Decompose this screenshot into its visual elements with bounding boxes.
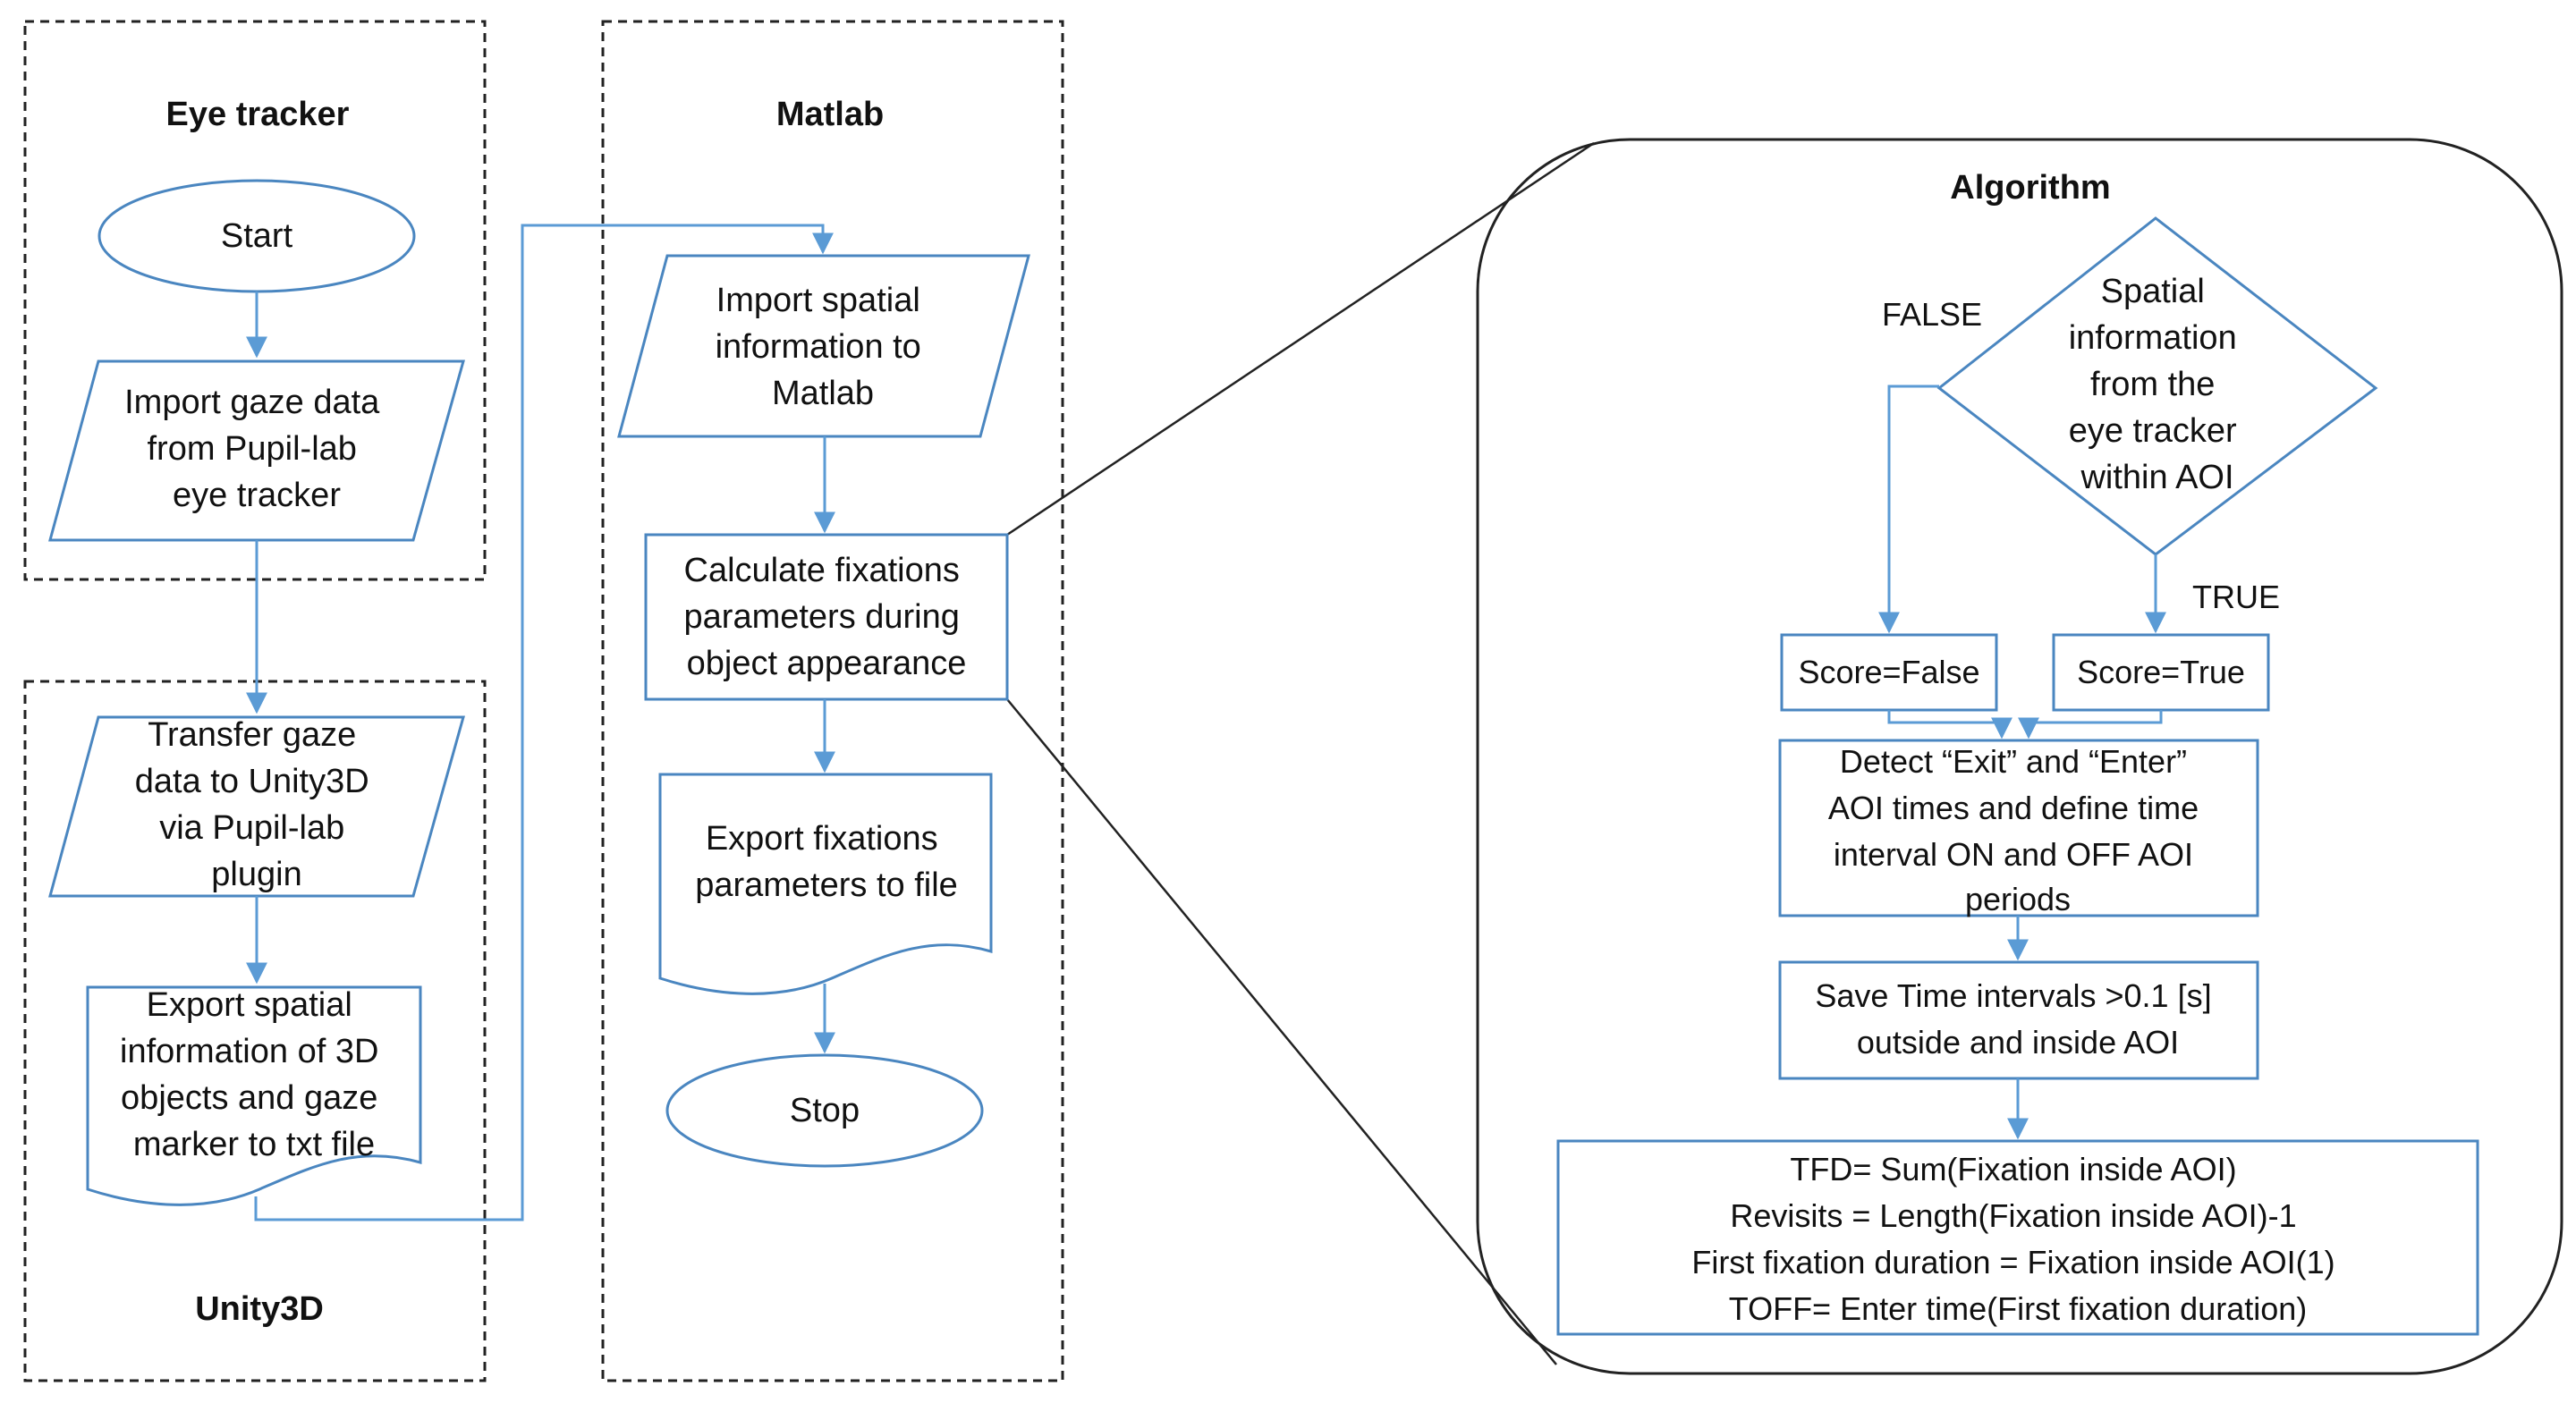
transfer-gaze-line-4: plugin xyxy=(211,856,301,893)
export-spatial-line-4: marker to txt file xyxy=(133,1126,375,1163)
score-true-box xyxy=(2052,633,2270,712)
algorithm-section xyxy=(1476,138,2563,1375)
decision-line-2: information xyxy=(2069,319,2237,357)
detect-line-4: periods xyxy=(1965,881,2071,917)
false-branch-label: FALSE xyxy=(1882,296,1982,333)
unity3d-title: Unity3D xyxy=(195,1290,324,1328)
zoom-line-top xyxy=(1006,141,1595,537)
svg-text:Calculate fixations parame: Calculate fixations parameters during ob… xyxy=(684,552,970,682)
algorithm-title: Algorithm xyxy=(1950,169,2110,207)
formulas-box xyxy=(1556,1139,2479,1336)
arrow-score-false-to-detect xyxy=(1887,710,2012,740)
export-spatial-line-2: information of 3D xyxy=(120,1033,378,1070)
eye-tracker-title: Eye tracker xyxy=(166,96,350,133)
stop-label: Stop xyxy=(790,1092,860,1129)
calculate-fixations-process xyxy=(644,533,1009,701)
calculate-line-3: object appearance xyxy=(687,645,967,682)
import-spatial-line-3: Matlab xyxy=(772,375,874,412)
arrow-false-branch xyxy=(1878,385,1939,634)
start-label: Start xyxy=(221,217,293,255)
matlab-section xyxy=(601,20,1064,1382)
svg-text:Spatial information fr: Spatial information from the eye tracker… xyxy=(2069,273,2247,496)
detect-exit-enter-box xyxy=(1778,739,2259,917)
export-fixations-line-1: Export fixations xyxy=(706,820,938,858)
svg-text:TFD= Sum(Fixation inside AOI): TFD= Sum(Fixation inside AOI) Revisits =… xyxy=(1691,1151,2343,1327)
import-spatial-line-2: information to xyxy=(716,328,921,366)
export-spatial-line-1: Export spatial xyxy=(147,986,352,1024)
transfer-gaze-line-3: via Pupil-lab xyxy=(159,809,344,847)
calculate-line-2: parameters during xyxy=(684,598,960,636)
import-gaze-data-io xyxy=(48,359,465,542)
formula-tfd: TFD= Sum(Fixation inside AOI) xyxy=(1790,1151,2236,1187)
save-line-1: Save Time intervals >0.1 [s] xyxy=(1815,977,2211,1014)
decision-line-5: within AOI xyxy=(2080,459,2233,496)
import-gaze-line-2: from Pupil-lab xyxy=(148,430,357,468)
unity3d-section xyxy=(23,680,487,1382)
arrow-export-to-matlab xyxy=(254,224,834,1221)
score-true-label: Score=True xyxy=(2077,654,2245,690)
formula-revisits: Revisits = Length(Fixation inside AOI)-1 xyxy=(1730,1197,2296,1234)
import-spatial-io xyxy=(617,254,1030,438)
arrow-score-true-to-detect xyxy=(2018,710,2163,740)
score-false-label: Score=False xyxy=(1798,654,1979,690)
true-branch-label: TRUE xyxy=(2192,579,2280,615)
svg-text:Import spatial information: Import spatial information to Matlab xyxy=(716,282,931,412)
svg-text:Save Time intervals >0.1 [s]: Save Time intervals >0.1 [s] outside and… xyxy=(1815,977,2220,1061)
export-spatial-document xyxy=(86,985,422,1206)
matlab-title: Matlab xyxy=(776,96,884,133)
eye-tracker-section xyxy=(23,20,487,581)
transfer-gaze-line-1: Transfer gaze xyxy=(148,716,356,754)
detect-line-1: Detect “Exit” and “Enter” xyxy=(1840,743,2187,780)
svg-text:Import gaze data from Pupi: Import gaze data from Pupil-lab eye trac… xyxy=(124,384,389,514)
decision-line-3: from the xyxy=(2090,366,2215,403)
formula-first-fixation: First fixation duration = Fixation insid… xyxy=(1691,1244,2334,1280)
transfer-gaze-data-io xyxy=(48,715,465,898)
svg-text:Transfer gaze data to Unit: Transfer gaze data to Unity3D via Pupil-… xyxy=(135,716,378,893)
export-spatial-line-3: objects and gaze xyxy=(121,1079,377,1117)
zoom-line-bottom xyxy=(1006,698,1557,1365)
svg-text:Detect “Exit” and “Enter”: Detect “Exit” and “Enter” AOI times and … xyxy=(1828,743,2207,917)
svg-text:Export fixations parameter: Export fixations parameters to file xyxy=(695,820,958,904)
stop-terminal xyxy=(665,1053,984,1168)
export-fixations-document xyxy=(658,773,993,995)
import-gaze-line-3: eye tracker xyxy=(173,477,341,514)
detect-line-2: AOI times and define time xyxy=(1828,790,2199,826)
svg-text:Export spatial information: Export spatial information of 3D objects… xyxy=(120,986,388,1163)
calculate-line-1: Calculate fixations xyxy=(684,552,960,589)
import-spatial-line-1: Import spatial xyxy=(716,282,920,319)
score-false-box xyxy=(1780,633,1998,712)
formula-toff: TOFF= Enter time(First fixation duration… xyxy=(1729,1290,2308,1327)
decision-line-1: Spatial xyxy=(2101,273,2205,310)
import-gaze-line-1: Import gaze data xyxy=(124,384,380,421)
export-fixations-line-2: parameters to file xyxy=(695,866,958,904)
save-line-2: outside and inside AOI xyxy=(1857,1024,2179,1061)
transfer-gaze-line-2: data to Unity3D xyxy=(135,763,369,800)
decision-line-4: eye tracker xyxy=(2069,412,2237,450)
detect-line-3: interval ON and OFF AOI xyxy=(1834,836,2193,873)
